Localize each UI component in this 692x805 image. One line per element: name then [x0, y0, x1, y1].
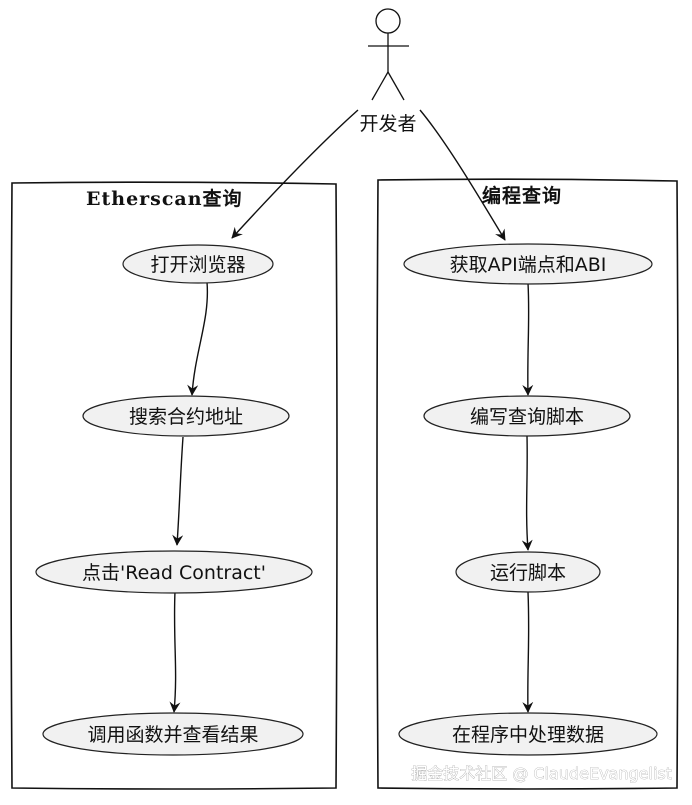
use-case: 搜索合约地址 — [82, 395, 290, 437]
package-programming: 编程查询 — [376, 178, 679, 790]
use-case: 运行脚本 — [455, 551, 601, 593]
package-title: 编程查询 — [482, 184, 562, 207]
actor: 开发者 — [359, 8, 417, 135]
watermark: 掘金技术社区 @ ClaudeEvangelist — [411, 764, 672, 783]
use-case-label: 调用函数并查看结果 — [87, 724, 258, 746]
use-case-label: 点击'Read Contract' — [82, 562, 266, 584]
edge-step — [522, 282, 534, 396]
use-case-label: 获取API端点和ABI — [450, 254, 607, 276]
use-case: 编写查询脚本 — [423, 395, 631, 437]
edge-step — [521, 435, 533, 551]
package-title: Etherscan查询 — [86, 187, 243, 210]
use-case: 获取API端点和ABI — [403, 243, 653, 285]
use-case: 点击'Read Contract' — [35, 550, 313, 594]
edge-actor-to-get-api — [419, 109, 506, 241]
use-case-label: 搜索合约地址 — [129, 406, 243, 428]
use-case: 打开浏览器 — [122, 244, 274, 284]
package-etherscan: Etherscan查询 — [10, 181, 338, 790]
use-case-label: 运行脚本 — [490, 562, 566, 584]
edge-step — [172, 436, 184, 546]
actor-label: 开发者 — [359, 113, 416, 135]
edge-step — [187, 281, 209, 396]
use-case: 调用函数并查看结果 — [42, 712, 304, 756]
edge-step — [522, 591, 534, 713]
use-case-label: 在程序中处理数据 — [452, 724, 604, 746]
edge-actor-to-open-browser — [231, 109, 359, 239]
use-case: 在程序中处理数据 — [398, 712, 658, 756]
use-case-label: 编写查询脚本 — [470, 406, 584, 428]
use-case-label: 打开浏览器 — [150, 254, 245, 276]
actor-figure-icon — [368, 8, 409, 101]
edge-step — [169, 590, 181, 713]
